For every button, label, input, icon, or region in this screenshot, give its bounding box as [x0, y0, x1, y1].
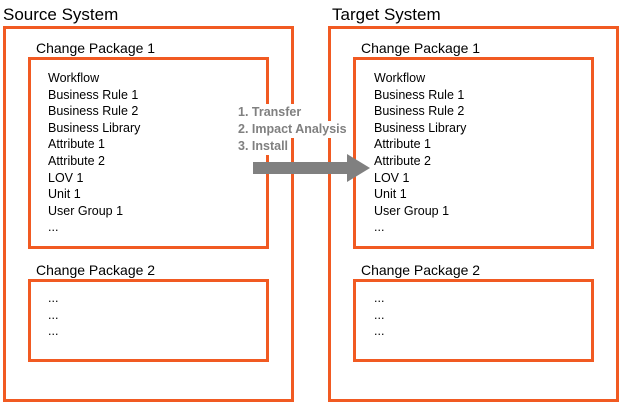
- target-package1-title: Change Package 1: [361, 40, 481, 56]
- list-item: ...: [374, 324, 385, 339]
- source-package2-title: Change Package 2: [36, 262, 156, 278]
- target-package2-title: Change Package 2: [361, 262, 481, 278]
- target-system-title: Target System: [332, 5, 441, 24]
- source-package2-items: ... ... ...: [48, 290, 58, 340]
- source-package1-box: [28, 57, 269, 249]
- step-impact-analysis: 2. Impact Analysis: [238, 121, 349, 138]
- list-item: Workflow: [48, 71, 100, 85]
- list-item: ...: [374, 220, 385, 235]
- list-item: User Group 1: [374, 203, 450, 218]
- target-package1-box: [353, 57, 594, 249]
- list-item: ...: [48, 220, 59, 235]
- list-item: Attribute 1: [48, 137, 105, 152]
- list-item: Attribute 1: [374, 137, 431, 152]
- transfer-steps: 1. Transfer 2. Impact Analysis 3. Instal…: [238, 104, 349, 155]
- step-transfer: 1. Transfer: [238, 104, 304, 121]
- target-package2-items: ... ... ...: [374, 290, 384, 340]
- list-item: LOV 1: [374, 170, 410, 185]
- list-item: Business Rule 2: [374, 104, 465, 119]
- list-item: Attribute 2: [374, 153, 431, 168]
- list-item: Workflow: [374, 71, 426, 85]
- list-item: Business Rule 2: [48, 104, 139, 119]
- list-item: Attribute 2: [48, 153, 105, 168]
- source-system-title: Source System: [3, 5, 119, 24]
- list-item: ...: [48, 324, 59, 339]
- list-item: Business Rule 1: [374, 87, 465, 102]
- list-item: Business Library: [374, 120, 467, 135]
- list-item: ...: [374, 291, 385, 305]
- target-system-box: [328, 26, 619, 402]
- list-item: Business Rule 1: [48, 87, 139, 102]
- target-package2-box: [353, 279, 594, 362]
- list-item: ...: [48, 307, 59, 322]
- source-package1-title: Change Package 1: [36, 40, 156, 56]
- list-item: User Group 1: [48, 203, 124, 218]
- list-item: ...: [374, 307, 385, 322]
- source-system-box: [3, 26, 294, 402]
- list-item: LOV 1: [48, 170, 84, 185]
- source-package1-items: Workflow Business Rule 1 Business Rule 2…: [48, 70, 140, 236]
- list-item: Unit 1: [374, 187, 407, 202]
- list-item: Unit 1: [48, 187, 81, 202]
- list-item: ...: [48, 291, 59, 305]
- step-install: 3. Install: [238, 138, 291, 155]
- right-arrow-icon: [253, 154, 370, 182]
- target-package1-items: Workflow Business Rule 1 Business Rule 2…: [374, 70, 466, 236]
- list-item: Business Library: [48, 120, 141, 135]
- source-package2-box: [28, 279, 269, 362]
